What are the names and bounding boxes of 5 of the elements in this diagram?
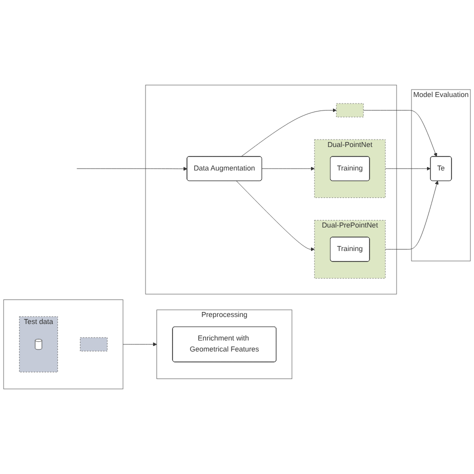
node-box: [80, 337, 108, 352]
node-cylinder: [34, 338, 42, 350]
cluster: [145, 84, 397, 294]
node-box: [336, 103, 364, 118]
cluster: [3, 300, 124, 390]
